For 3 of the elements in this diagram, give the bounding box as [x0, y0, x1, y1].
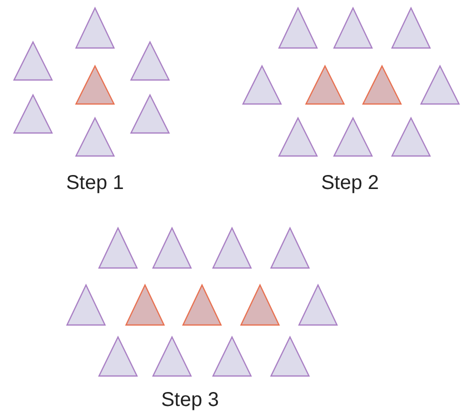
step-label: Step 2	[321, 172, 379, 194]
step-label: Step 3	[161, 389, 219, 411]
step-label: Step 1	[66, 172, 124, 194]
